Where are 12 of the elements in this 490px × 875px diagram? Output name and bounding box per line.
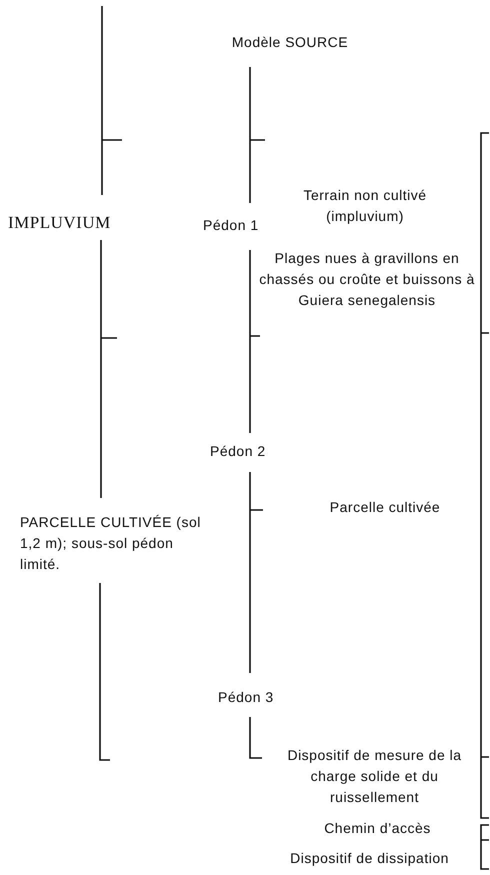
description-text: Dispositif de dissipation [289,849,450,868]
pedon-label: Pédon 3 [218,688,275,707]
description-text: Terrain non cultivé (impluvium) [302,186,428,226]
zone-label: PARCELLE CULTIVÉE (sol 1,2 m); sous-sol pédon limité. [20,513,202,574]
description-text: Dispositif de mesure de la charge solide et du ruissellement [286,746,463,807]
model-title: Modèle SOURCE [230,33,350,52]
description-text: Chemin d’accès [323,819,432,838]
description-text: Plages nues à gravillons en chassés ou croûte et buissons à Guiera senegalensis [258,249,476,310]
description-text: Parcelle cultivée [328,498,442,517]
pedon-label: Pédon 2 [210,442,267,461]
pedon-label: Pédon 1 [203,216,260,235]
zone-label: IMPLUVIUM [8,212,112,233]
